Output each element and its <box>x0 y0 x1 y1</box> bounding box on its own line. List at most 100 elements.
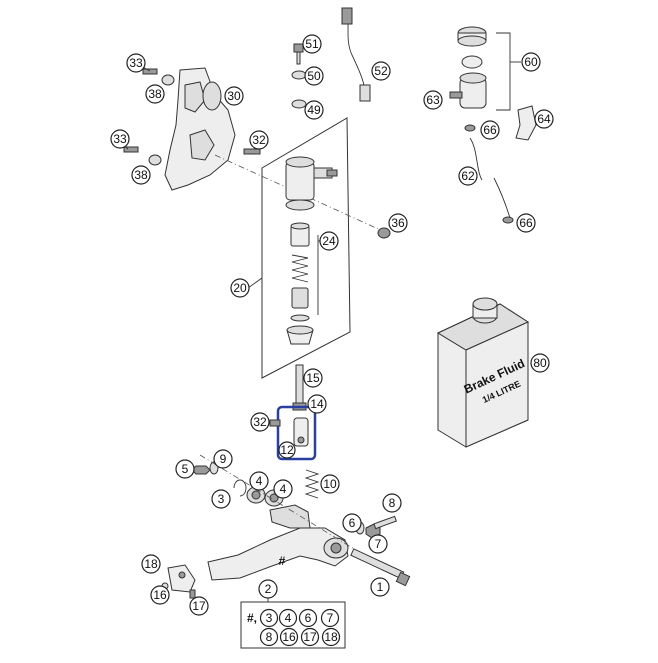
washer-38-upper <box>161 74 175 86</box>
bracket-64 <box>515 105 537 141</box>
callout-number: 7 <box>375 537 382 551</box>
callout-number: 15 <box>306 371 320 385</box>
callout-number: 64 <box>537 112 551 126</box>
callout-32b: 32 <box>250 412 270 432</box>
callout-number: 4 <box>280 482 287 496</box>
bracket-18 <box>167 564 196 593</box>
callout-52: 52 <box>371 61 391 81</box>
callout-49: 49 <box>304 100 324 120</box>
kit-item: 17 <box>303 630 317 644</box>
clamp-66a <box>464 124 476 132</box>
screw-51 <box>293 43 304 65</box>
callout-12: 12 <box>278 441 296 459</box>
callout-number: 38 <box>148 87 162 101</box>
callout-number: 36 <box>391 216 405 230</box>
callout-number: 18 <box>144 557 158 571</box>
callout-number: 32 <box>252 133 266 147</box>
kit-item: 8 <box>266 630 273 644</box>
callout-16: 16 <box>150 585 170 605</box>
kit-item: 4 <box>285 611 292 625</box>
callout-60: 60 <box>521 52 541 72</box>
callout-number: 8 <box>389 496 396 510</box>
callout-64: 64 <box>534 109 554 129</box>
callout-number: 20 <box>233 281 247 295</box>
washer-38-lower <box>148 154 162 166</box>
callout-number: 16 <box>153 588 167 602</box>
push-rod-15 <box>295 364 304 406</box>
spring-10 <box>304 469 320 499</box>
reservoir-body <box>449 72 487 109</box>
plug-36 <box>377 227 391 239</box>
callout-5: 5 <box>175 459 195 479</box>
callout-number: 50 <box>307 69 321 83</box>
callout-number: 4 <box>256 474 263 488</box>
master-cylinder-frame <box>247 117 351 379</box>
callout-number: 49 <box>307 103 321 117</box>
callout-number: 60 <box>524 55 538 69</box>
screw-17 <box>189 589 196 599</box>
brake-fluid-bottle <box>436 297 530 448</box>
callout-number: 6 <box>349 516 356 530</box>
ring-49 <box>291 99 307 109</box>
callout-number: 30 <box>227 89 241 103</box>
pedal-hash-label: # <box>279 554 286 568</box>
callout-8: 8 <box>382 493 402 513</box>
highlight-box <box>276 405 317 461</box>
callout-24: 24 <box>319 231 339 251</box>
callout-number: 17 <box>192 599 206 613</box>
callout-7: 7 <box>368 534 388 554</box>
callout-51: 51 <box>302 34 322 54</box>
callout-number: 62 <box>461 169 475 183</box>
heel-guard-part <box>164 67 236 191</box>
callout-20: 20 <box>230 278 250 298</box>
bolt-32-upper <box>243 148 261 155</box>
callout-80: 80 <box>530 353 550 373</box>
callout-63: 63 <box>423 90 443 110</box>
callout-number: 24 <box>322 234 336 248</box>
brake-pedal <box>207 504 349 581</box>
callout-36: 36 <box>388 213 408 233</box>
callout-62: 62 <box>458 166 478 186</box>
callout-1: 1 <box>370 577 390 597</box>
callout-17: 17 <box>189 596 209 616</box>
kit-hash-label: #, <box>247 611 257 625</box>
callout-66b: 66 <box>516 213 536 233</box>
callout-32a: 32 <box>249 130 269 150</box>
callout-number: 12 <box>280 443 294 457</box>
callout-9: 9 <box>213 449 233 469</box>
master-cylinder-body <box>285 156 338 211</box>
callout-number: 33 <box>113 132 127 146</box>
kit-item: 3 <box>266 611 273 625</box>
callout-number: 52 <box>374 64 388 78</box>
nut-5 <box>191 465 211 475</box>
callout-number: 38 <box>134 168 148 182</box>
brake-switch-52 <box>341 7 371 102</box>
callout-50: 50 <box>304 66 324 86</box>
kit-item: 6 <box>305 611 312 625</box>
reservoir-cap-60 <box>457 26 487 47</box>
kit-item: 16 <box>282 630 296 644</box>
screw-32-lower <box>269 419 281 427</box>
callout-number: 32 <box>253 415 267 429</box>
callout-33b: 33 <box>110 129 130 149</box>
callout-2: 2 <box>258 579 278 599</box>
callout-33a: 33 <box>126 53 146 73</box>
callout-38b: 38 <box>131 165 151 185</box>
hose-62 <box>469 137 511 219</box>
fork-12 <box>293 417 309 447</box>
callout-4a: 4 <box>249 471 269 491</box>
callout-66a: 66 <box>480 120 500 140</box>
callout-number: 3 <box>218 492 225 506</box>
piston-kit <box>286 222 314 345</box>
callout-number: 51 <box>305 37 319 51</box>
callout-10: 10 <box>320 474 340 494</box>
callout-number: 66 <box>519 216 533 230</box>
callout-number: 33 <box>129 56 143 70</box>
callout-14: 14 <box>307 394 327 414</box>
kit-item: 7 <box>327 611 334 625</box>
callout-15: 15 <box>303 368 323 388</box>
callout-number: 66 <box>483 123 497 137</box>
washer-50 <box>291 70 307 80</box>
kit-box: #, 3 4 6 7 8 16 17 18 <box>240 595 346 649</box>
